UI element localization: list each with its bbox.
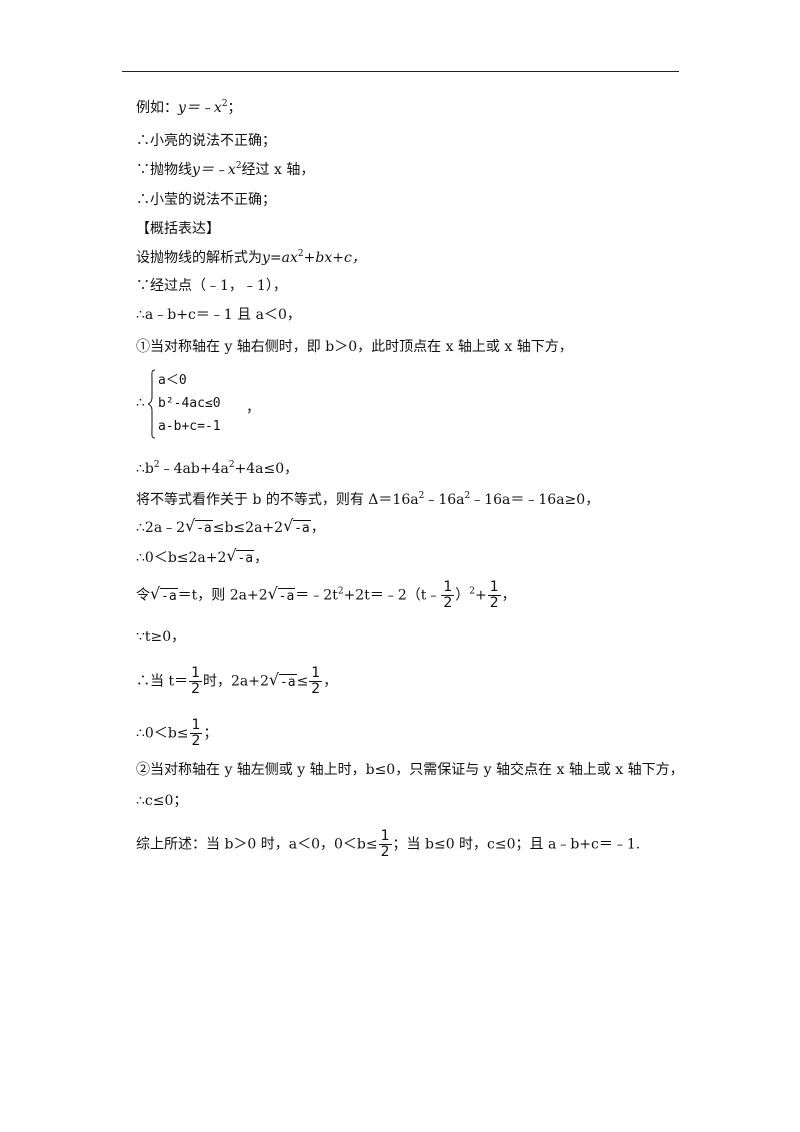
text-line-4: ∴小莹的说法不正确； xyxy=(136,192,276,208)
text-line-20: ∴c≤0； xyxy=(136,793,188,809)
text-line-11: ∴b2﹣4ab+4a2+4a≤0， xyxy=(136,460,299,478)
system-eq-2: b²-4ac≤0 xyxy=(158,396,221,411)
text-line-8: ∴a﹣b+c＝﹣1 且 a＜0， xyxy=(136,307,301,323)
system-comma: ， xyxy=(246,400,260,416)
sqrt-neg-a: √-a xyxy=(185,516,213,536)
sqrt-neg-a: √-a xyxy=(150,583,178,604)
sqrt-neg-a: √-a xyxy=(267,583,296,604)
sqrt-neg-a: √-a xyxy=(226,546,255,566)
text-line-12: 将不等式看作关于 b 的不等式，则有 Δ＝16a2﹣16a2﹣16a＝﹣16a≥… xyxy=(136,491,600,509)
left-brace-icon xyxy=(148,369,156,439)
text-line-3: ∵抛物线y＝﹣x2经过 x 轴， xyxy=(136,161,315,179)
text-line-13: ∴2a﹣2√-a≤b≤2a+2√-a， xyxy=(136,516,325,539)
sqrt-neg-a: √-a xyxy=(283,516,311,536)
text-line-6: 设抛物线的解析式为y=ax2+bx+c， xyxy=(136,249,366,267)
system-eq-3: a-b+c=-1 xyxy=(158,419,221,434)
sqrt-neg-a: √-a xyxy=(268,669,297,690)
system-eq-1: a＜0 xyxy=(158,373,187,388)
text-line-7: ∵经过点（﹣1，﹣1）， xyxy=(136,278,287,294)
text-line-16: ∵t≥0， xyxy=(136,629,186,645)
case-1-line: ①当对称轴在 y 轴右侧时，即 b＞0，此时顶点在 x 轴上或 x 轴下方， xyxy=(136,339,573,355)
section-heading: 【概括表达】 xyxy=(136,221,220,237)
text-line-2: ∴小亮的说法不正确； xyxy=(136,133,276,149)
text-line-14: ∴0＜b≤2a+2√-a， xyxy=(136,546,268,569)
therefore-symbol: ∴ xyxy=(136,395,145,411)
text-line-1: 例如：y＝﹣x2； xyxy=(136,99,242,117)
header-rule xyxy=(122,71,679,72)
case-2-line: ②当对称轴在 y 轴左侧或 y 轴上时，b≤0，只需保证与 y 轴交点在 x 轴… xyxy=(136,762,684,778)
